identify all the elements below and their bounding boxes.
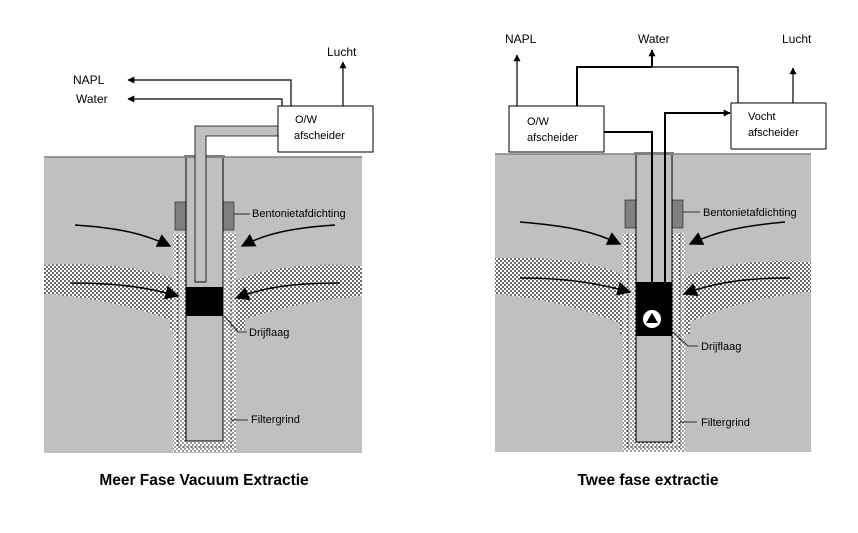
left-diagram: O/W afscheider Lucht NAPL Water Bentonie… — [44, 45, 374, 489]
right-vocht-line2: afscheider — [748, 127, 799, 139]
right-water-label: Water — [638, 32, 670, 46]
left-water-arrow — [127, 95, 283, 106]
left-filter-screen — [177, 236, 232, 448]
left-flow-arrow-lower-right — [234, 282, 341, 301]
right-flow-arrow-upper-right — [688, 221, 786, 245]
right-caption: Twee fase extractie — [577, 472, 718, 489]
left-bentonite-seal-right — [222, 201, 235, 231]
right-gravel-label: Filtergrind — [701, 417, 750, 429]
right-vocht-separator — [730, 102, 827, 150]
left-seal-label: Bentonietafdichting — [252, 208, 346, 220]
right-air-pipe — [664, 109, 731, 282]
left-lucht-label: Lucht — [327, 45, 357, 59]
right-napl-label: NAPL — [505, 32, 537, 46]
left-flow-arrow-upper-left — [74, 224, 172, 247]
left-flow-arrow-upper-right — [240, 224, 336, 247]
left-separator-line2: afscheider — [294, 130, 345, 142]
right-ow-line2: afscheider — [527, 132, 578, 144]
left-flow-arrow-lower-left — [69, 282, 180, 300]
left-gravel-label: Filtergrind — [251, 414, 300, 426]
left-napl-arrow — [127, 76, 292, 106]
right-ow-line1: O/W — [527, 116, 550, 128]
right-layer-label: Drijflaag — [701, 341, 741, 353]
right-flow-arrow-lower-left — [519, 277, 632, 296]
left-well-napl — [186, 287, 223, 316]
right-flow-arrow-lower-right — [682, 277, 791, 297]
right-water-line-from-vocht — [652, 66, 739, 103]
left-contaminant-layer — [44, 264, 185, 326]
right-diagram: O/W afscheider Vocht afscheider NAPL Wat… — [495, 32, 827, 489]
right-contaminant-layer — [495, 257, 634, 330]
left-bentonite-seal-left — [174, 201, 187, 231]
right-bentonite-seal-right — [671, 199, 684, 229]
right-seal-label: Bentonietafdichting — [703, 207, 797, 219]
left-caption: Meer Fase Vacuum Extractie — [99, 472, 309, 489]
right-flow-arrow-upper-left — [519, 221, 622, 245]
left-layer-label: Drijflaag — [249, 327, 289, 339]
right-bentonite-seal-left — [624, 199, 637, 229]
right-lucht-label: Lucht — [782, 32, 812, 46]
right-well-napl — [636, 282, 672, 336]
right-vocht-line1: Vocht — [748, 111, 776, 123]
left-napl-label: NAPL — [73, 73, 105, 87]
left-ow-separator — [277, 105, 374, 153]
right-ow-separator — [508, 105, 605, 153]
left-separator-line1: O/W — [295, 114, 318, 126]
left-water-label: Water — [76, 92, 108, 106]
right-water-line-from-ow — [576, 66, 652, 106]
